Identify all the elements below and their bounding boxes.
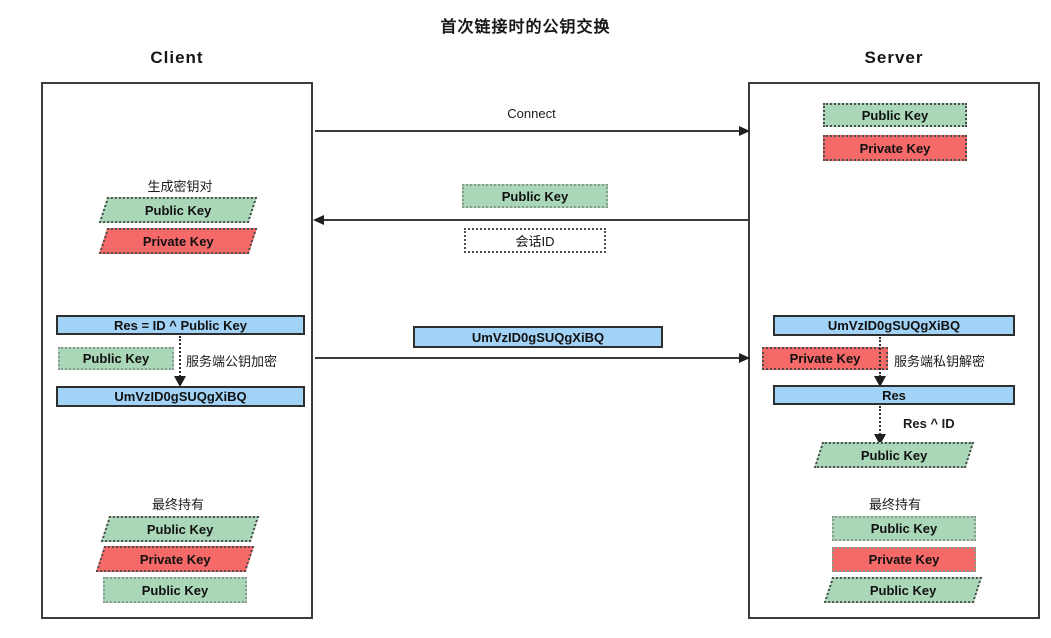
client-public-key-box: Public Key (58, 347, 174, 370)
server-decrypt-arrow (874, 337, 886, 387)
connect-arrow (315, 126, 750, 136)
server-public-key-box: Public Key (823, 103, 967, 127)
server-decrypt-note: 服务端私钥解密 (894, 354, 986, 369)
server-lane-header: Server (864, 48, 924, 67)
server-final-public-key-box: Public Key (832, 516, 976, 541)
client-cipher-box: UmVzID0gSUQgXiBQ (56, 386, 305, 407)
server-xor-note: Res ^ ID (903, 416, 955, 431)
session-id-box: 会话ID (464, 228, 606, 253)
server-final-public-key-parallelogram: Public Key (823, 577, 983, 603)
client-final-public-key-box: Public Key (103, 577, 247, 603)
server-private-key-mid-box: Private Key (762, 347, 888, 370)
cipher-message-box: UmVzID0gSUQgXiBQ (413, 326, 663, 348)
client-lane-header: Client (150, 48, 204, 67)
client-private-key-parallelogram: Private Key (98, 228, 258, 254)
public-key-message-box: Public Key (462, 184, 608, 208)
client-final-title: 最终持有 (151, 497, 204, 512)
server-res-box: Res (773, 385, 1015, 405)
server-private-key-box: Private Key (823, 135, 967, 161)
diagram-title: 首次链接时的公钥交换 (440, 19, 611, 36)
server-to-client-arrow (313, 215, 748, 225)
client-res-formula-box: Res = ID ^ Public Key (56, 315, 305, 335)
client-final-private-key-parallelogram: Private Key (95, 546, 255, 572)
server-final-title: 最终持有 (868, 497, 921, 512)
server-final-private-key-box: Private Key (832, 547, 976, 572)
server-result-public-key-parallelogram: Public Key (813, 442, 975, 468)
client-keygen-title: 生成密钥对 (147, 179, 213, 194)
client-encrypt-arrow (174, 336, 186, 387)
client-public-key-parallelogram: Public Key (98, 197, 258, 223)
client-final-public-key-parallelogram: Public Key (100, 516, 260, 542)
server-cipher-box: UmVzID0gSUQgXiBQ (773, 315, 1015, 336)
connect-label: Connect (507, 106, 556, 121)
server-xor-arrow (874, 406, 886, 445)
client-encrypt-note: 服务端公钥加密 (186, 354, 278, 369)
client-to-server-arrow (315, 353, 750, 363)
